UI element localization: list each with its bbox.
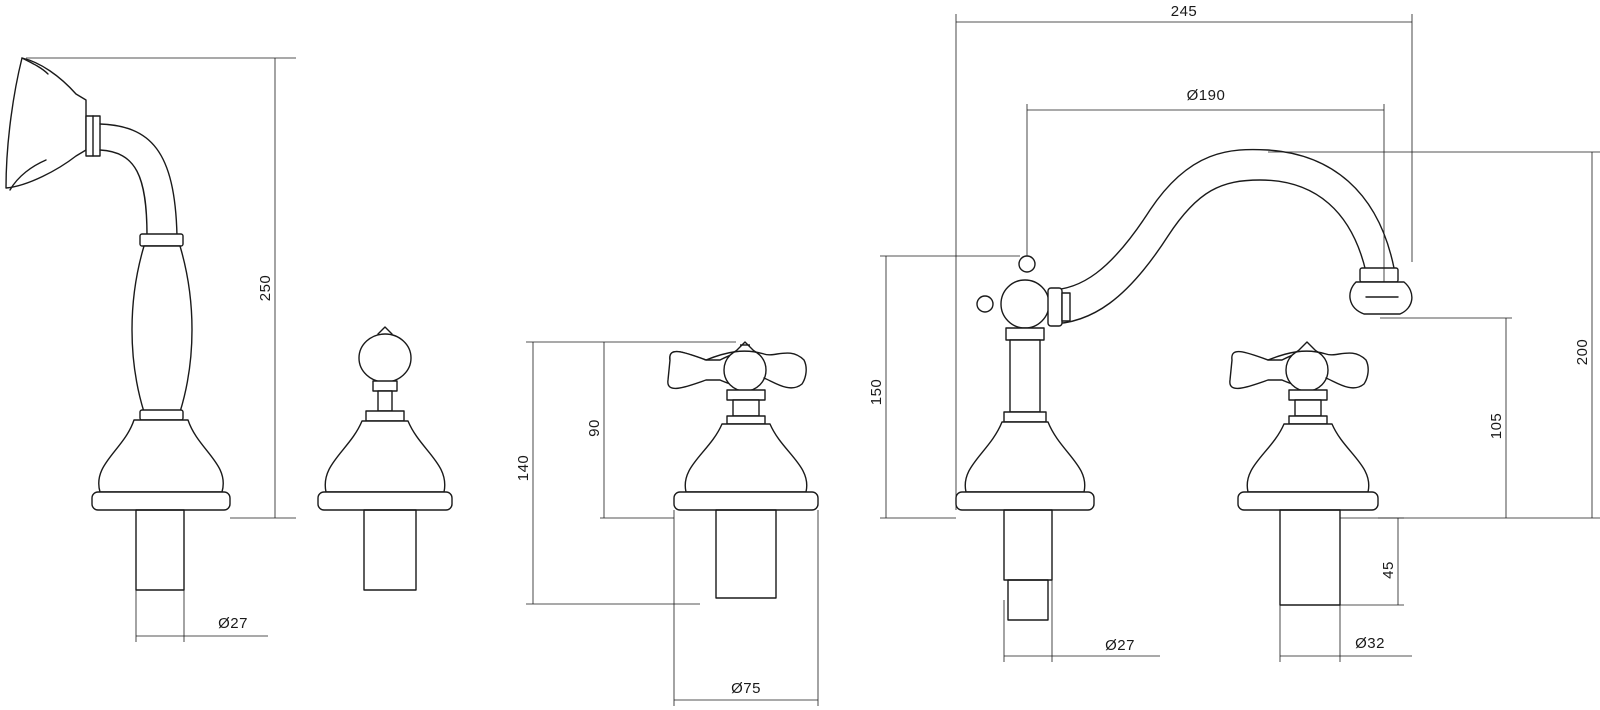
cross-tap-right [1229, 341, 1379, 606]
dim-140: 140 [515, 455, 532, 482]
dim-spout-thread-dia: Ø27 [1105, 637, 1135, 654]
dim-tap-base-dia: Ø75 [731, 680, 761, 697]
dim-245: 245 [1171, 3, 1198, 20]
dim-105: 105 [1488, 413, 1505, 440]
dim-spout-reach: Ø190 [1187, 87, 1226, 104]
dim-200: 200 [1574, 339, 1591, 366]
dimension-lines [26, 14, 1600, 706]
dim-90: 90 [586, 419, 603, 437]
dimension-labels: 250 Ø27 140 90 Ø75 245 Ø190 150 200 105 … [218, 3, 1591, 697]
diverter [317, 326, 453, 591]
hand-shower [5, 57, 231, 591]
dim-hand-shower-dia: Ø27 [218, 615, 248, 632]
cross-tap-left [667, 341, 819, 599]
dim-tap-thread-dia: Ø32 [1355, 635, 1385, 652]
spout [955, 148, 1413, 621]
dim-150: 150 [868, 379, 885, 406]
dim-45: 45 [1380, 561, 1397, 579]
dim-250: 250 [257, 275, 274, 302]
